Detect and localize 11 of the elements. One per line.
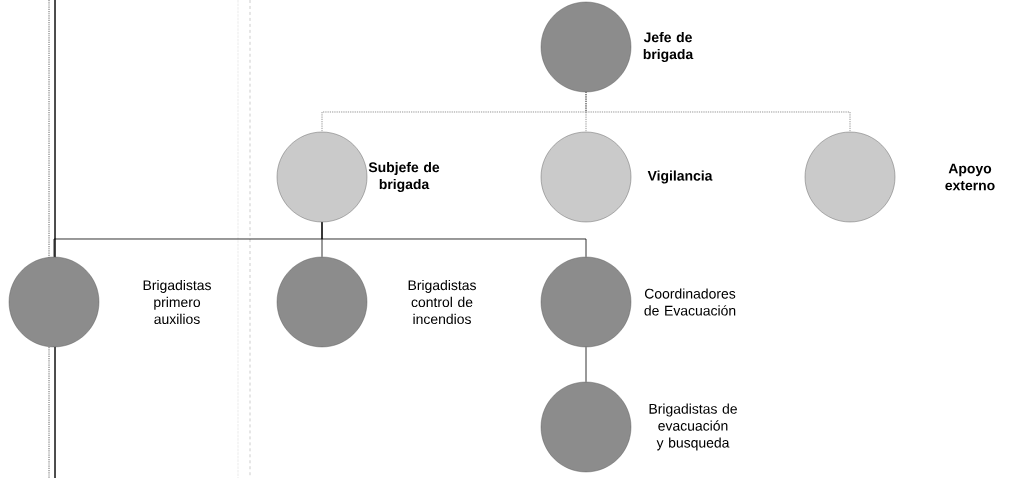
- node-label: Brigadistas control de incendios: [408, 279, 476, 325]
- node-label: Jefe de brigada: [643, 32, 694, 62]
- node-label: Vigilancia: [647, 170, 713, 184]
- connector: [585, 346, 587, 383]
- node-label: Coordinadores de Evacuación: [644, 288, 736, 316]
- node-label: Brigadistas primero auxilios: [143, 279, 211, 325]
- node-label: Brigadistas de evacuación y busqueda: [649, 403, 737, 451]
- connector: [321, 221, 587, 258]
- connector: [585, 91, 851, 133]
- node-label: Apoyo externo: [945, 163, 995, 191]
- node-label: Subjefe de brigada: [368, 162, 440, 192]
